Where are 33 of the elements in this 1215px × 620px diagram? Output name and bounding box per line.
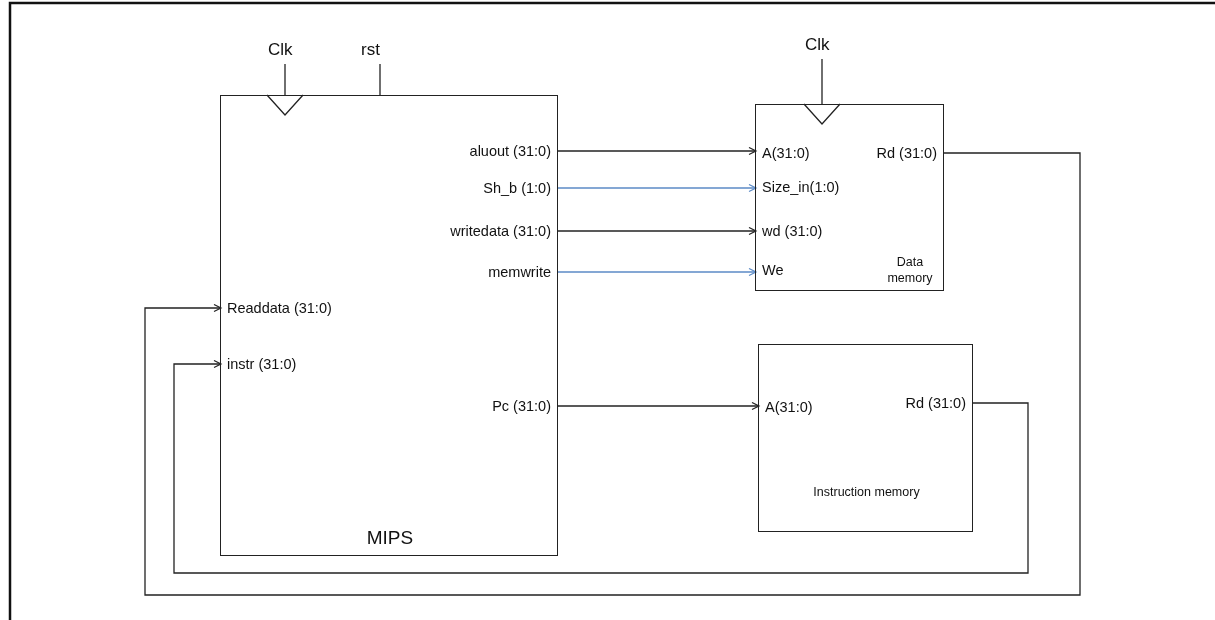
signal-wire (173, 359, 1029, 574)
port-label: Pc (31:0) (492, 396, 557, 416)
memory-block (758, 344, 973, 532)
signal-label: Clk (268, 40, 293, 60)
port-label: Rd (31:0) (876, 143, 943, 163)
signal-wire (556, 267, 757, 277)
memory-block (755, 104, 944, 291)
signal-wire (284, 63, 286, 96)
signal-wire (379, 63, 381, 96)
port-label: Rd (31:0) (905, 393, 972, 413)
signal-label: rst (361, 40, 380, 60)
port-label: A(31:0) (759, 397, 813, 417)
signal-wire (556, 146, 757, 156)
port-label: instr (31:0) (221, 354, 297, 374)
port-label: Readdata (31:0) (221, 298, 332, 318)
port-label: aluout (31:0) (469, 141, 557, 161)
signal-wire (556, 183, 757, 193)
block-title: MIPS (365, 526, 415, 550)
port-label: wd (31:0) (756, 221, 823, 241)
port-label: writedata (31:0) (450, 221, 557, 241)
port-label: memwrite (488, 262, 557, 282)
port-label: Size_in(1:0) (756, 177, 840, 197)
signal-label: Clk (805, 35, 830, 55)
signal-wire (144, 152, 1081, 596)
block-title: Instruction memory (812, 485, 921, 501)
signal-wire (556, 226, 757, 236)
port-label: We (756, 260, 784, 280)
port-label: Sh_b (1:0) (483, 178, 557, 198)
signal-wire (556, 401, 760, 411)
block-title: Data memory (886, 255, 934, 287)
port-label: A(31:0) (756, 143, 810, 163)
signal-wire (821, 58, 823, 105)
processor-block (220, 95, 558, 556)
